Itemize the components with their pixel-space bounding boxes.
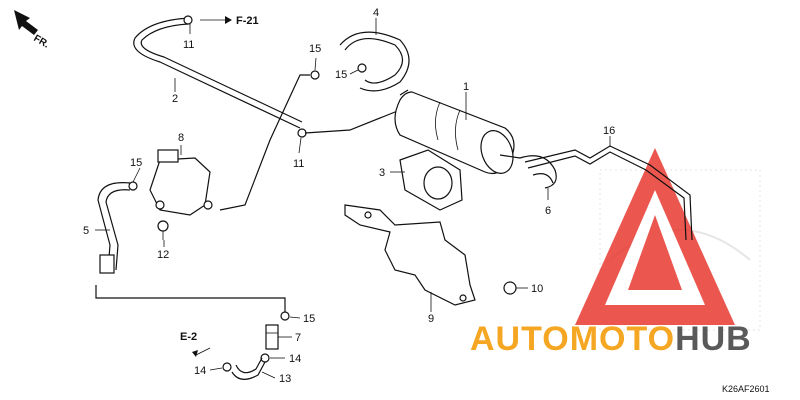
hose-2 [133, 17, 301, 129]
leader-lines [95, 18, 611, 379]
callout-13: 13 [279, 373, 291, 385]
clip-15-hose5 [128, 181, 138, 191]
diagram-code: K26AF2601 [722, 384, 770, 394]
callout-16: 16 [603, 125, 615, 137]
ref-f21: F-21 [236, 15, 259, 27]
callout-1: 1 [463, 81, 469, 93]
watermark-brand-part1: AUTOMOTO [470, 320, 675, 358]
hose-5 [97, 182, 131, 271]
callout-15-hose5: 15 [130, 157, 142, 169]
callout-9: 9 [428, 313, 434, 325]
front-direction-arrow-icon: FR. [14, 10, 51, 51]
callout-14-right: 14 [289, 353, 301, 365]
bolt-12 [157, 220, 169, 240]
callout-10: 10 [531, 283, 543, 295]
canister-1 [394, 89, 521, 175]
hose-13 [231, 361, 266, 380]
joint-7 [265, 324, 279, 350]
hose-6 [519, 155, 557, 189]
ref-e2: E-2 [180, 331, 197, 343]
watermark-logo-icon [575, 148, 735, 325]
callout-15-top: 15 [309, 43, 321, 55]
clip-15-top [310, 70, 320, 80]
callout-11-top: 11 [183, 39, 194, 51]
callout-6: 6 [545, 205, 551, 217]
callout-3: 3 [379, 167, 385, 179]
watermark-brand-part2: HUB [675, 320, 752, 358]
clip-14-right [260, 353, 270, 363]
callout-8: 8 [178, 132, 184, 144]
callout-14-left: 14 [194, 365, 206, 377]
bolt-10 [503, 281, 528, 295]
direction-label: FR. [32, 33, 52, 51]
callout-12: 12 [157, 249, 169, 261]
callout-7: 7 [295, 332, 301, 344]
callout-11-lower: 11 [293, 158, 304, 170]
holder-3 [399, 149, 463, 211]
callout-2: 2 [172, 93, 178, 105]
clip-11-lower [297, 128, 307, 138]
clip-11-top [183, 15, 193, 25]
hose-4 [344, 38, 404, 84]
clip-15-lower [280, 311, 290, 321]
bracket-9 [344, 204, 476, 306]
callout-5: 5 [83, 225, 89, 237]
svg-text:AUTOMOTOHUB: AUTOMOTOHUB [470, 320, 752, 358]
callout-15-lower: 15 [303, 313, 315, 325]
clip-15-hose4 [357, 63, 367, 73]
solenoid-valve-8 [149, 149, 213, 216]
callout-15-hose4: 15 [335, 69, 347, 81]
clip-14-left [222, 362, 232, 372]
callout-4: 4 [373, 7, 379, 19]
